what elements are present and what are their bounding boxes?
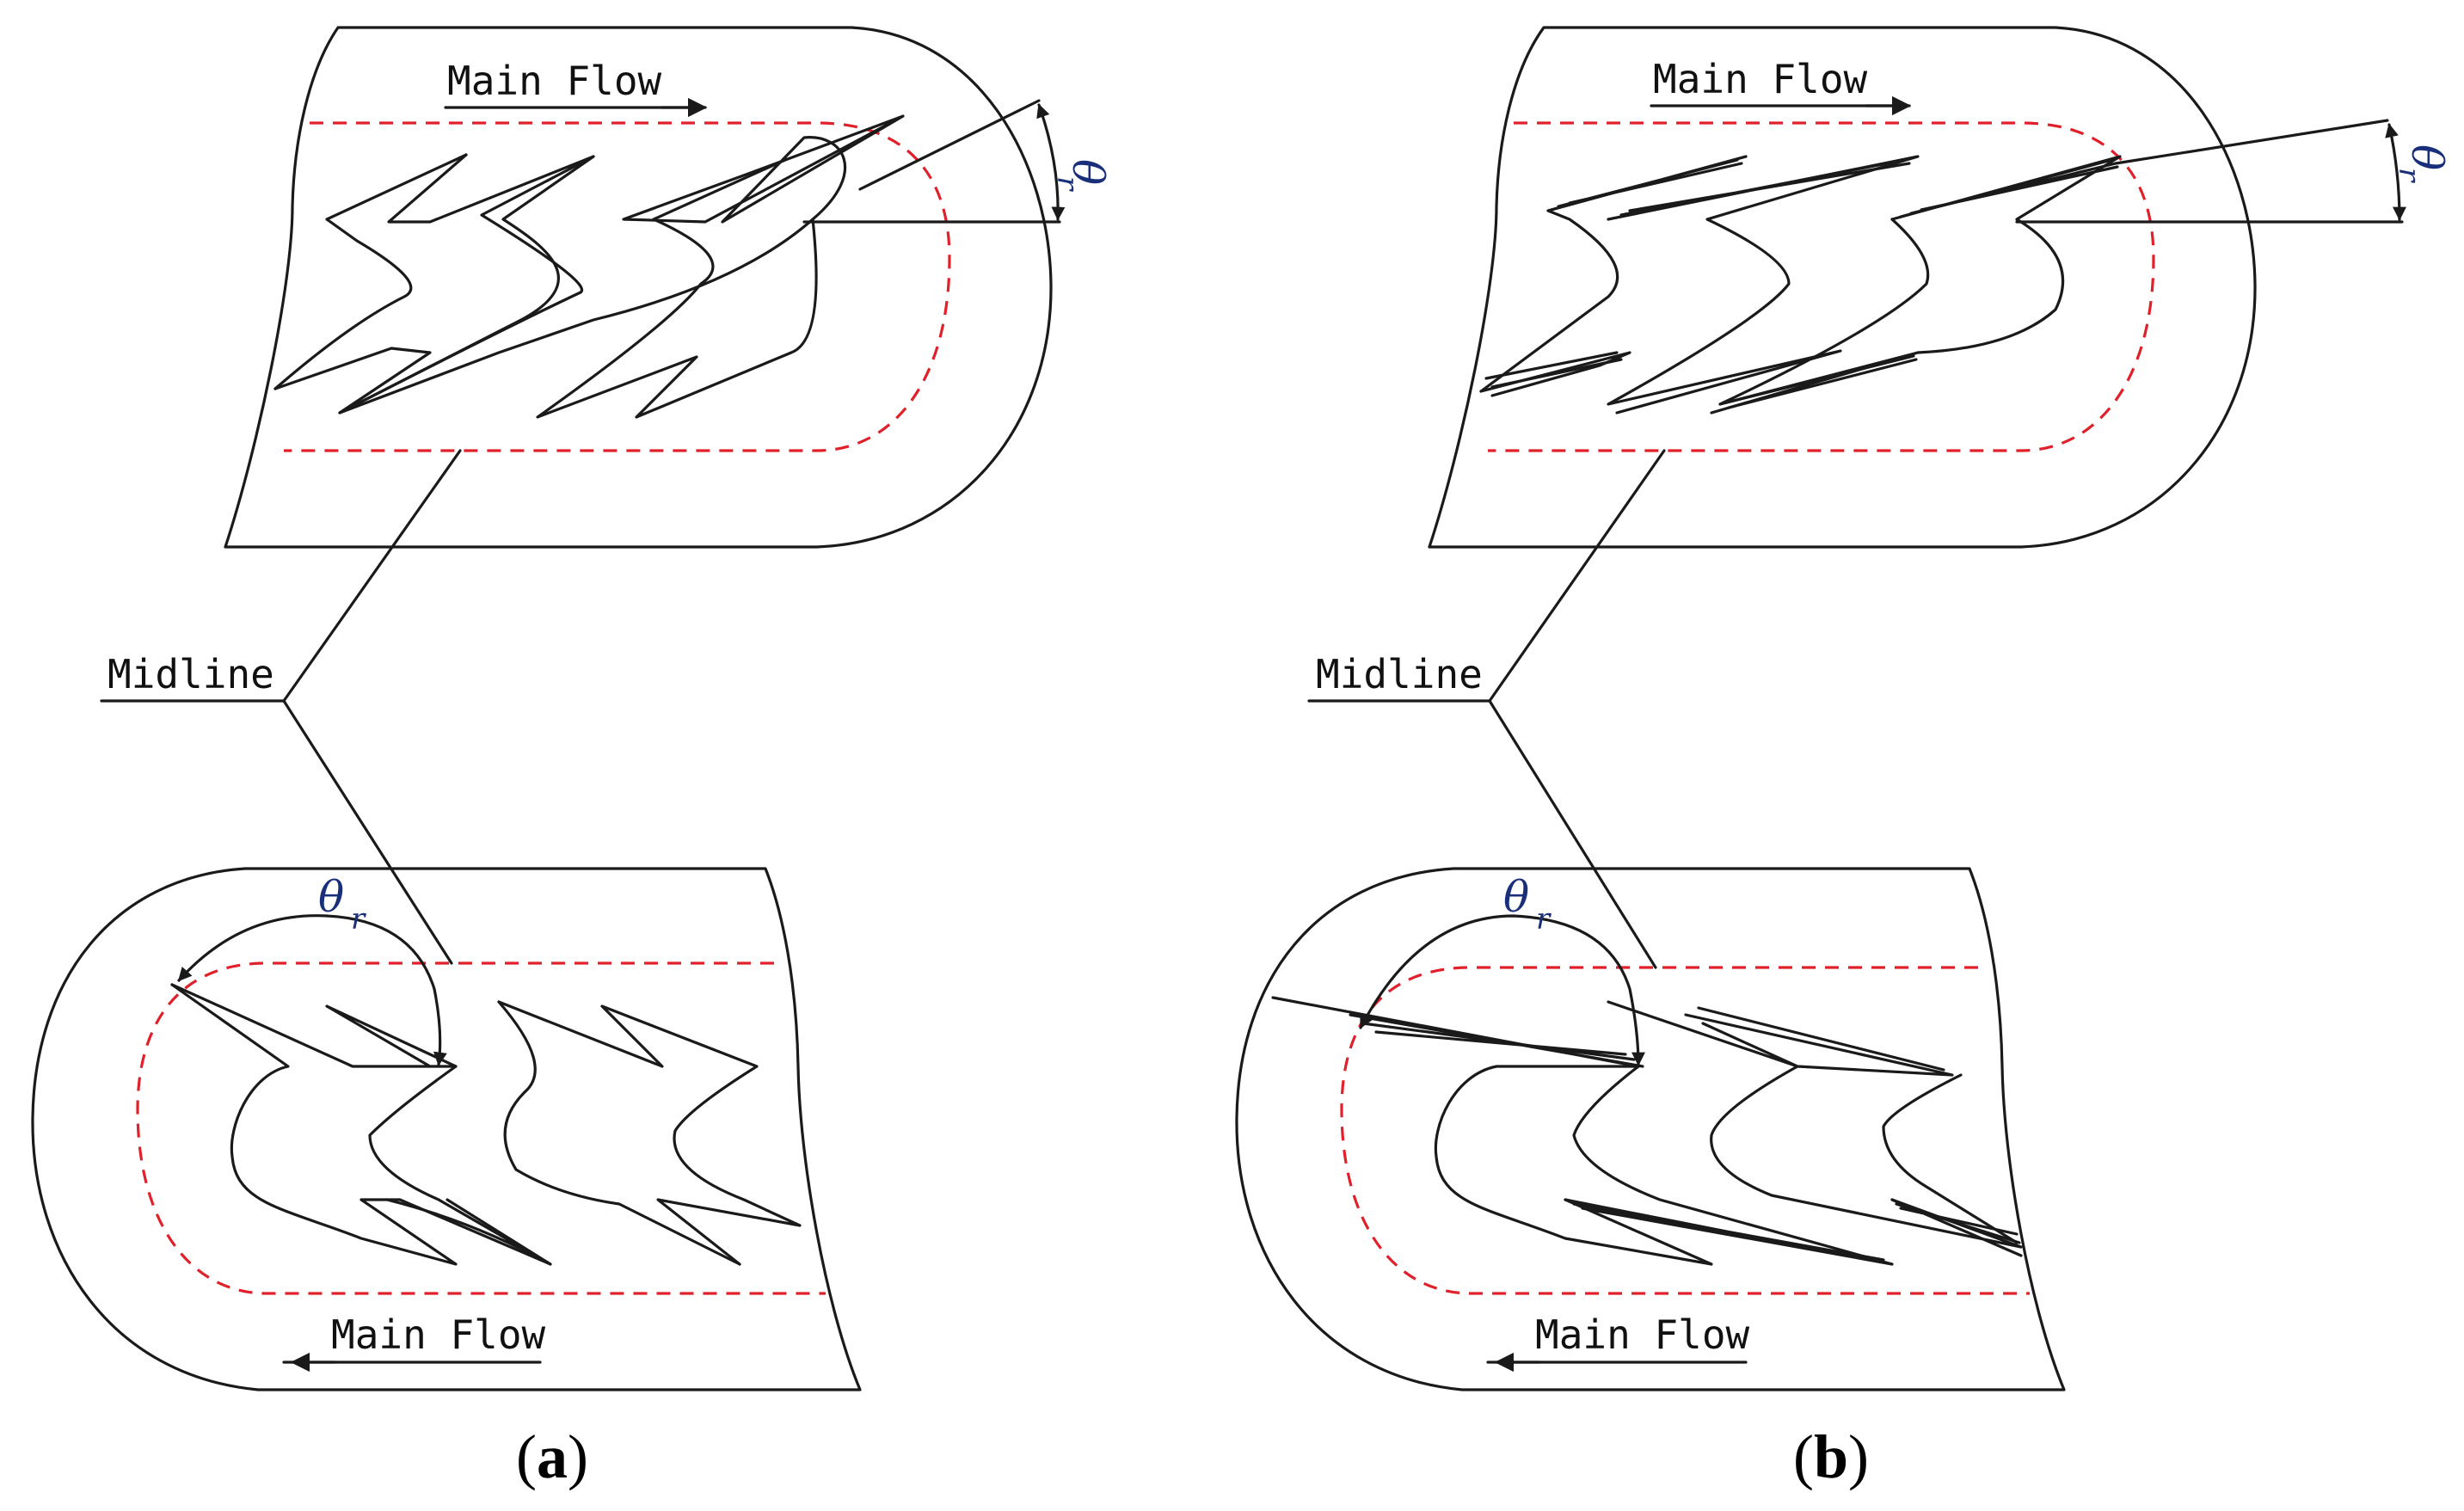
- theta-symbol: θ: [2402, 144, 2452, 170]
- panel-b-top-vortex-generators: [1479, 155, 2122, 415]
- caption-a: (a): [516, 1422, 588, 1491]
- panel-a-top-vortex-generators: [273, 114, 905, 419]
- angle-arc: [177, 914, 447, 1066]
- main-flow-text: Main Flow: [447, 58, 662, 104]
- angle-incline-line: [858, 99, 1041, 191]
- panel-a-bottom-main-flow-label: Main Flow: [282, 1311, 546, 1373]
- theta-subscript: r: [1050, 176, 1085, 192]
- panel-a-bottom-endwall-outline: [31, 867, 862, 1391]
- panel-b-bottom-theta-angle: θ r: [1359, 872, 1645, 1066]
- panel-a-top-midline: [284, 121, 951, 452]
- panel-b-top-endwall-outline: [1428, 26, 2257, 549]
- theta-subscript: r: [1536, 902, 1552, 937]
- angle-arc: [1036, 103, 1066, 221]
- panel-b-top: Main Flow θ r: [1428, 26, 2452, 549]
- panel-a-bottom-theta-angle: θ r: [177, 872, 447, 1066]
- midline-leader-top: [1488, 449, 1666, 703]
- midline-leader-bottom: [282, 699, 453, 965]
- panel-a-bottom: Main Flow θ r: [31, 867, 862, 1391]
- angle-arc: [2385, 123, 2406, 221]
- panel-b-top-theta-angle: θ r: [2015, 119, 2452, 224]
- main-flow-text: Main Flow: [331, 1311, 546, 1358]
- angle-incline-line: [2114, 119, 2389, 165]
- panel-b-bottom: Main Flow θ r: [1235, 867, 2066, 1391]
- main-flow-text: Main Flow: [1653, 56, 1868, 102]
- panel-b-bottom-vortex-generators: [1271, 996, 2023, 1266]
- panel-b-top-midline: [1488, 121, 2155, 452]
- panel-a-top: Main Flow θ r: [224, 26, 1113, 549]
- panel-a-bottom-midline: [136, 961, 826, 1295]
- midline-text: Midline: [1316, 651, 1483, 697]
- theta-symbol: θ: [318, 872, 344, 922]
- panel-b-bottom-main-flow-label: Main Flow: [1486, 1311, 1750, 1373]
- panel-a-midline-callout: Midline: [100, 449, 462, 965]
- theta-symbol: θ: [1063, 159, 1113, 185]
- panel-b-bottom-endwall-outline: [1235, 867, 2066, 1391]
- panel-a-top-endwall-outline: [224, 26, 1053, 549]
- midline-text: Midline: [108, 651, 274, 697]
- panel-b-top-main-flow-label: Main Flow: [1650, 56, 1912, 116]
- theta-symbol: θ: [1503, 872, 1529, 922]
- theta-subscript: r: [351, 902, 366, 937]
- panel-a-bottom-vortex-generators: [170, 983, 802, 1266]
- panel-b-midline-callout: Midline: [1307, 449, 1666, 969]
- midline-leader-bottom: [1488, 699, 1657, 969]
- panel-a-top-theta-angle: θ r: [802, 99, 1113, 224]
- theta-subscript: r: [2392, 168, 2426, 183]
- angle-arc: [1359, 914, 1645, 1066]
- panel-b-bottom-midline: [1340, 966, 2030, 1295]
- caption-b: (b): [1793, 1422, 1869, 1491]
- midline-leader-top: [282, 449, 462, 703]
- main-flow-text: Main Flow: [1535, 1311, 1750, 1358]
- panel-a-top-main-flow-label: Main Flow: [444, 58, 708, 118]
